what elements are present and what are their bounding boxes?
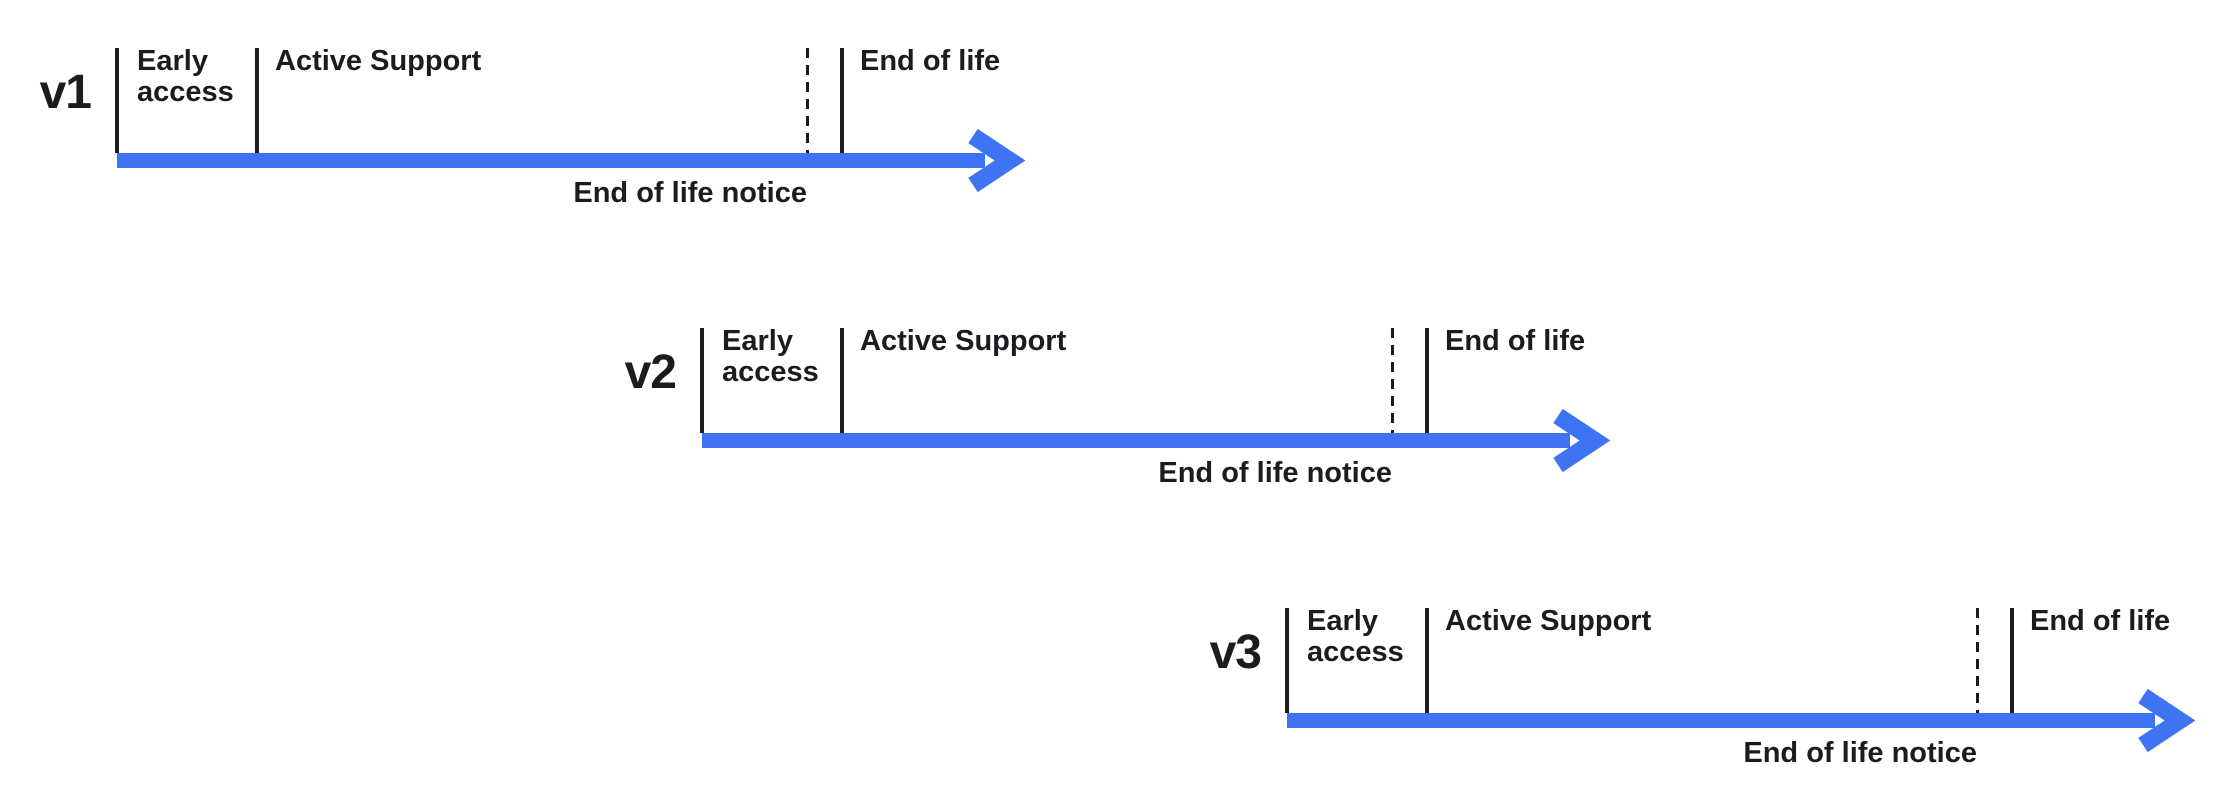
- active-support-label: Active Support: [1445, 605, 1652, 637]
- active-support-label: Active Support: [275, 45, 482, 77]
- early-access-end-tick: [840, 328, 844, 433]
- arrow-head: [2138, 688, 2196, 753]
- end-of-life-label: End of life: [860, 45, 1001, 77]
- early-access-label: Early access: [722, 325, 819, 388]
- timeline-v3: v3 Early access Active Support End of li…: [1197, 605, 2207, 780]
- phase-start-tick: [1285, 608, 1289, 713]
- end-of-life-notice-label: End of life notice: [573, 177, 807, 209]
- end-of-life-notice-label: End of life notice: [1158, 457, 1392, 489]
- timeline-arrow-right-icon: [702, 408, 1611, 473]
- end-of-life-tick: [1425, 328, 1429, 433]
- arrow-head: [968, 128, 1026, 193]
- end-of-life-label: End of life: [1445, 325, 1586, 357]
- timeline-v1: v1 Early access Active Support End of li…: [27, 45, 1037, 220]
- timeline-v2: v2 Early access Active Support End of li…: [612, 325, 1622, 500]
- end-of-life-label: End of life: [2030, 605, 2171, 637]
- timeline-arrow-right-icon: [117, 128, 1026, 193]
- phase-start-tick: [700, 328, 704, 433]
- phase-start-tick: [115, 48, 119, 153]
- active-support-label: Active Support: [860, 325, 1067, 357]
- eol-notice-dashed-tick: [1391, 328, 1394, 433]
- end-of-life-tick: [840, 48, 844, 153]
- early-access-label: Early access: [1307, 605, 1404, 668]
- early-access-end-tick: [1425, 608, 1429, 713]
- arrow-shaft: [1287, 713, 2155, 728]
- eol-notice-dashed-tick: [806, 48, 809, 153]
- early-access-end-tick: [255, 48, 259, 153]
- end-of-life-tick: [2010, 608, 2014, 713]
- version-label: v2: [624, 346, 677, 399]
- version-label: v1: [39, 66, 92, 119]
- early-access-label: Early access: [137, 45, 234, 108]
- arrow-head: [1553, 408, 1611, 473]
- eol-notice-dashed-tick: [1976, 608, 1979, 713]
- timeline-arrow-right-icon: [1287, 688, 2196, 753]
- arrow-shaft: [117, 153, 985, 168]
- arrow-shaft: [702, 433, 1570, 448]
- end-of-life-notice-label: End of life notice: [1743, 737, 1977, 769]
- version-label: v3: [1209, 626, 1262, 679]
